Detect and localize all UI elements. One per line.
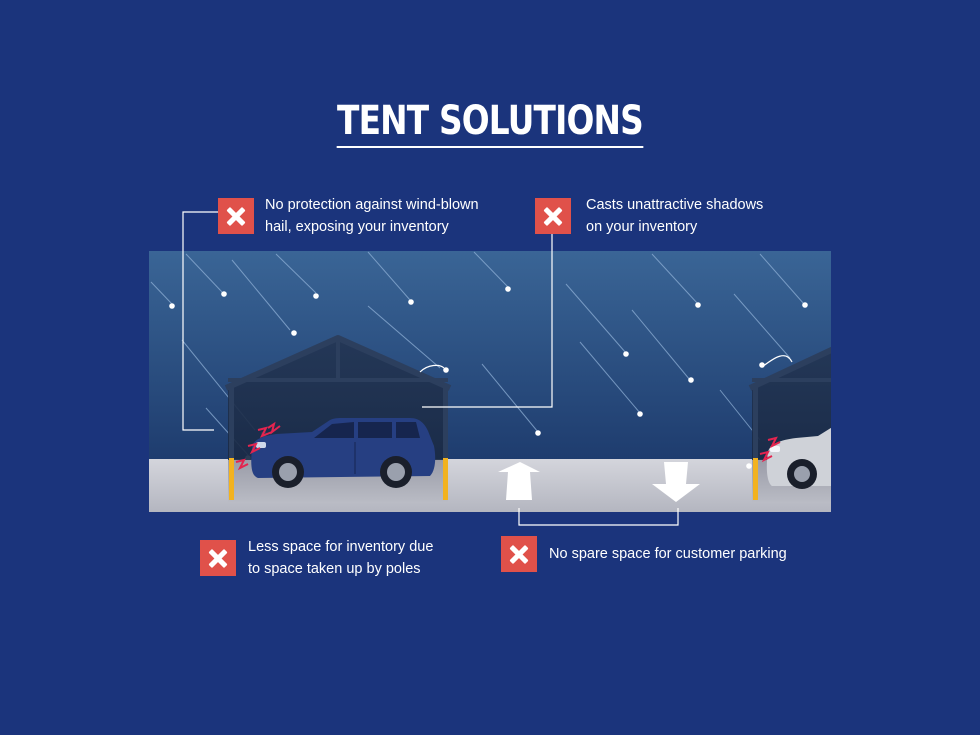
rain-streaks	[150, 251, 805, 456]
hail-impact-marks	[235, 421, 281, 471]
x-icon	[200, 540, 236, 576]
silver-car	[766, 427, 831, 489]
callout-shadows-text: Casts unattractive shadows on your inven…	[586, 194, 763, 238]
arrows	[498, 462, 700, 502]
page-title: TENT SOLUTIONS	[88, 98, 892, 148]
page-title-text: TENT SOLUTIONS	[337, 98, 644, 148]
leader-lines	[182, 211, 793, 526]
x-icon	[218, 198, 254, 234]
pole-left	[229, 458, 234, 500]
callout-shadows-line1: Casts unattractive shadows	[586, 197, 764, 213]
callout-parking: No spare space for customer parking	[501, 536, 787, 572]
callout-poles-line1: Less space for inventory due	[248, 539, 434, 555]
callout-poles: Less space for inventory due to space ta…	[200, 536, 433, 580]
x-icon	[501, 536, 537, 572]
callout-hail-line2: hail, exposing your inventory	[265, 219, 449, 235]
arrow-down-icon	[652, 462, 700, 502]
callout-poles-line2: to space taken up by poles	[248, 561, 421, 577]
pole-right	[443, 458, 448, 500]
callout-shadows-line2: on your inventory	[586, 219, 698, 235]
x-icon	[535, 198, 571, 234]
hail-impact-marks-right	[759, 436, 781, 463]
callout-poles-text: Less space for inventory due to space ta…	[248, 536, 433, 580]
callout-parking-line1: No spare space for customer parking	[549, 546, 787, 562]
pole-right-tent	[753, 458, 758, 500]
callout-hail-line1: No protection against wind-blown	[265, 197, 479, 213]
callout-shadows: Casts unattractive shadows on your inven…	[535, 194, 763, 238]
callout-hail-protection: No protection against wind-blown hail, e…	[218, 194, 479, 238]
callout-hail-text: No protection against wind-blown hail, e…	[265, 194, 479, 238]
blue-car	[251, 418, 436, 488]
arrow-up-icon	[498, 462, 540, 500]
callout-parking-text: No spare space for customer parking	[549, 543, 787, 565]
